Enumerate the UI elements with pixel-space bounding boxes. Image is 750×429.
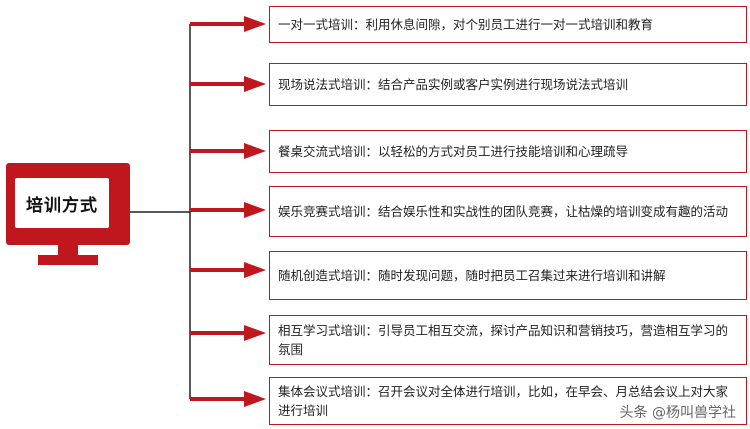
branch-box-5: 随机创造式培训：随时发现问题，随时把员工召集过来进行培训和讲解: [269, 251, 747, 300]
arrowhead-5: [244, 262, 266, 278]
arrowhead-7: [244, 391, 266, 407]
arrowhead-2: [244, 76, 266, 92]
branch-text: 一对一式培训：利用休息间隙，对个别员工进行一对一式培训和教育: [278, 17, 654, 32]
branch-box-4: 娱乐竞赛式培训：结合娱乐性和实战性的团队竞赛，让枯燥的培训变成有趣的活动: [269, 186, 747, 237]
branch-box-7: 集体会议式培训：召开会议对全体进行培训，比如，在早会、月总结会议上对大家进行培训: [269, 377, 747, 425]
watermark: 头条 @杨叫兽学社: [615, 401, 740, 423]
branch-text: 集体会议式培训：召开会议对全体进行培训，比如，在早会、月总结会议上对大家进行培训: [278, 384, 729, 418]
arrowhead-6: [244, 325, 266, 341]
branch-text: 随机创造式培训：随时发现问题，随时把员工召集过来进行培训和讲解: [278, 268, 666, 283]
monitor-base: [38, 255, 98, 265]
monitor-stand: [58, 245, 78, 256]
root-node: 培训方式: [15, 178, 109, 228]
branch-box-6: 相互学习式培训：引导员工相互交流，探讨产品知识和营销技巧，营造相互学习的氛围: [269, 315, 747, 365]
arrowhead-1: [244, 16, 266, 32]
branch-text: 餐桌交流式培训：以轻松的方式对员工进行技能培训和心理疏导: [278, 144, 629, 159]
branch-text: 娱乐竞赛式培训：结合娱乐性和实战性的团队竞赛，让枯燥的培训变成有趣的活动: [278, 204, 729, 219]
arrowhead-4: [244, 202, 266, 218]
branch-box-1: 一对一式培训：利用休息间隙，对个别员工进行一对一式培训和教育: [269, 6, 747, 43]
arrowhead-3: [244, 143, 266, 159]
root-label: 培训方式: [26, 195, 98, 216]
branch-box-3: 餐桌交流式培训：以轻松的方式对员工进行技能培训和心理疏导: [269, 130, 747, 173]
branch-text: 相互学习式培训：引导员工相互交流，探讨产品知识和营销技巧，营造相互学习的氛围: [278, 323, 729, 357]
branch-text: 现场说法式培训：结合产品实例或客户实例进行现场说法式培训: [278, 77, 629, 92]
branch-box-2: 现场说法式培训：结合产品实例或客户实例进行现场说法式培训: [269, 63, 747, 106]
